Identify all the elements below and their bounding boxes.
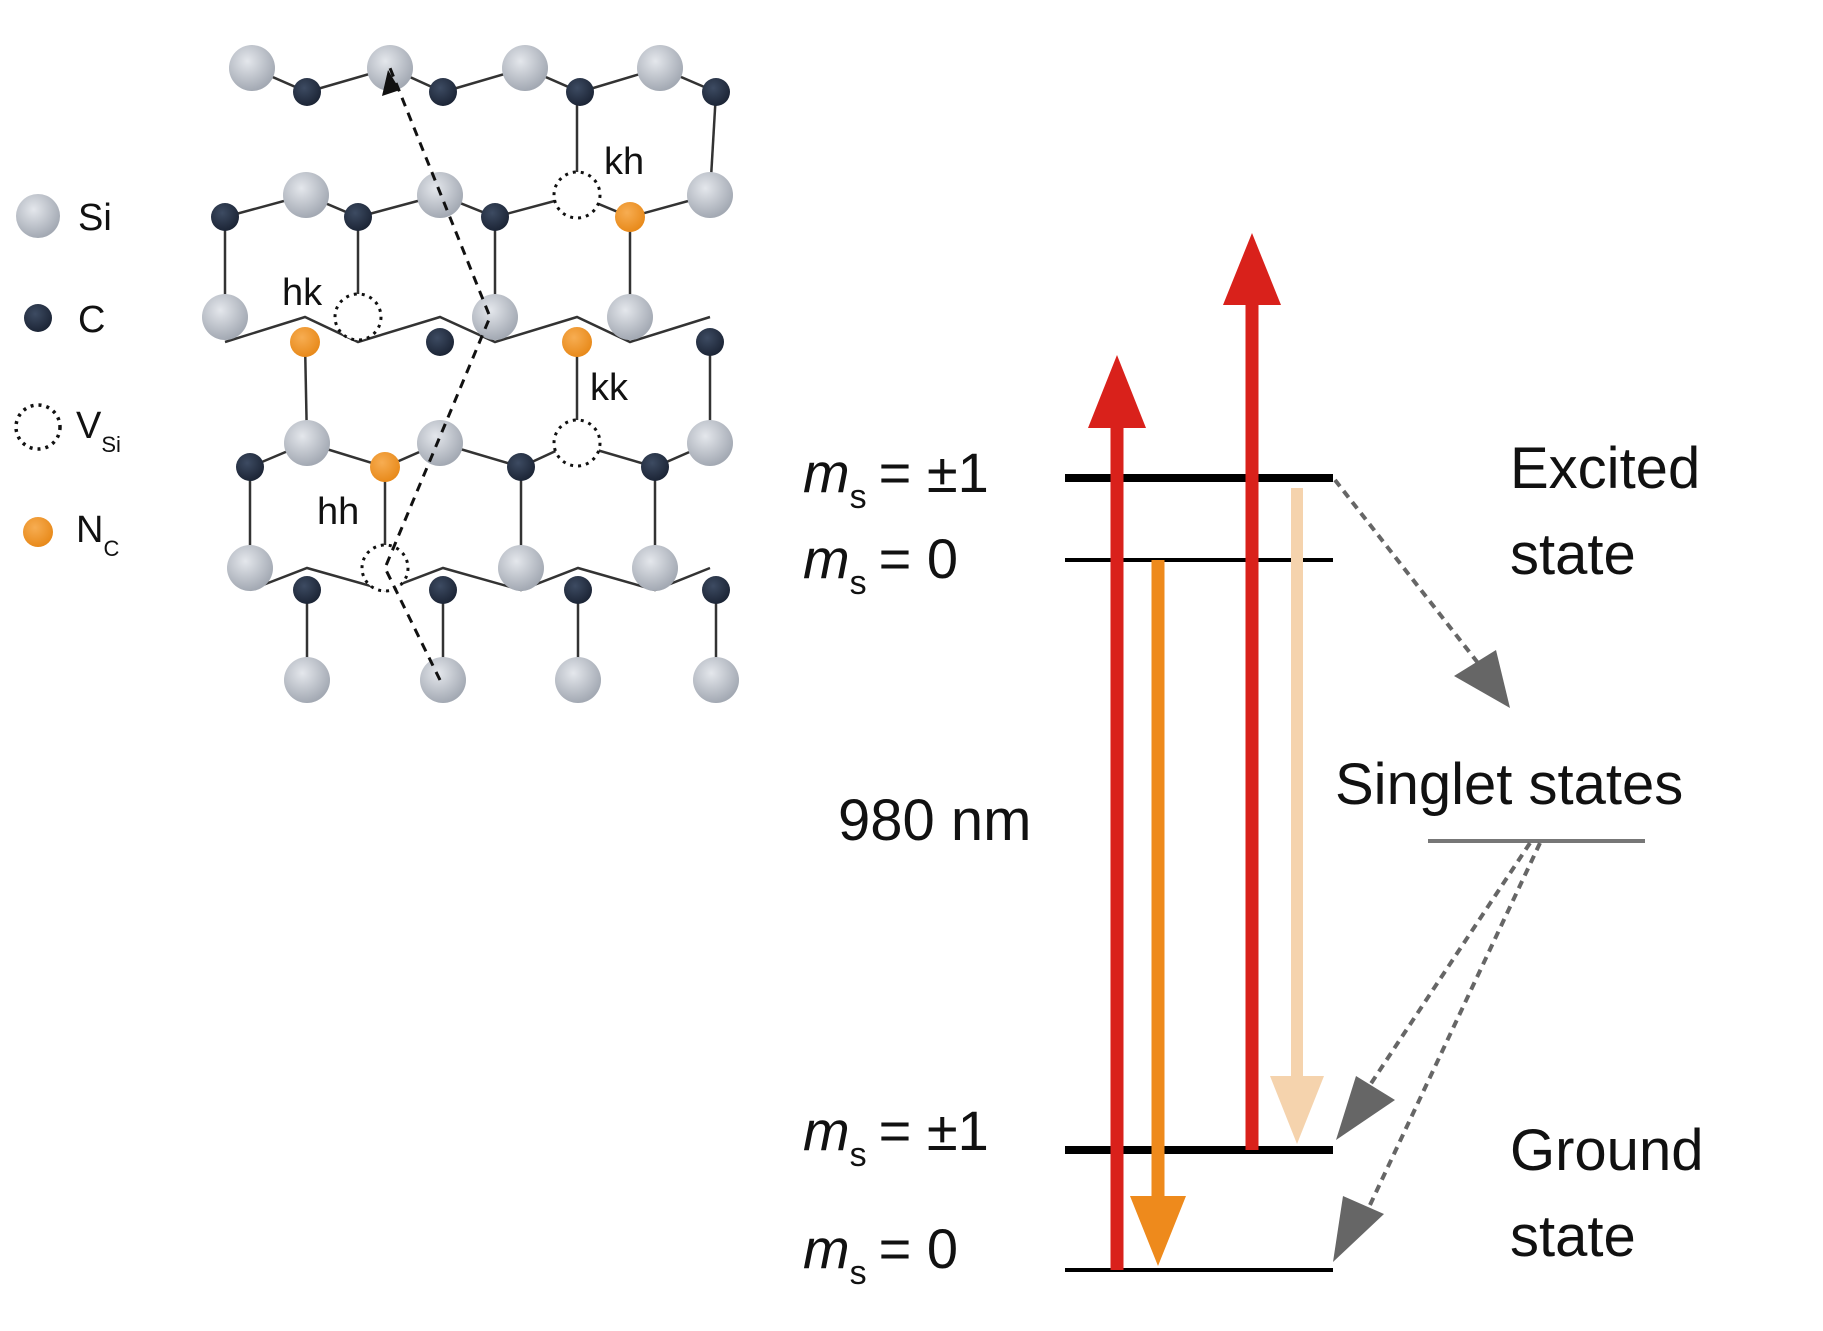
label-excited-ms-pm1: ms= ±1 bbox=[803, 441, 989, 516]
label-ground-ms-pm1: ms= ±1 bbox=[803, 1099, 989, 1174]
carbon-atom bbox=[702, 78, 730, 106]
emission-arrow-faint-head bbox=[1270, 1076, 1324, 1144]
isc-arrow-head-2 bbox=[1336, 1076, 1395, 1140]
vacancy-hk bbox=[333, 292, 383, 342]
legend-carbon-atom bbox=[24, 304, 52, 332]
isc-arrow-head-1 bbox=[1454, 650, 1510, 708]
label-excited-ms-0: ms= 0 bbox=[803, 527, 958, 602]
legend-carbon-label: C bbox=[78, 299, 105, 341]
carbon-atom bbox=[696, 328, 724, 356]
si-atom bbox=[472, 294, 518, 340]
legend-nitrogen-label: NC bbox=[76, 509, 119, 561]
carbon-atom bbox=[702, 576, 730, 604]
si-atom bbox=[420, 657, 466, 703]
lattice-si-atoms bbox=[202, 45, 739, 703]
carbon-atom bbox=[293, 576, 321, 604]
singlet-states-label: Singlet states bbox=[1335, 752, 1683, 817]
si-atom bbox=[632, 545, 678, 591]
si-atom bbox=[687, 172, 733, 218]
lattice-vacancies bbox=[333, 170, 602, 593]
si-atom bbox=[687, 420, 733, 466]
lattice-carbon-atoms bbox=[211, 78, 730, 604]
si-atom bbox=[202, 294, 248, 340]
si-atom bbox=[498, 545, 544, 591]
label-ground-ms-0: ms= 0 bbox=[803, 1217, 958, 1292]
si-atom bbox=[284, 420, 330, 466]
vacancy-kh bbox=[552, 170, 602, 220]
laser-arrow-1-head bbox=[1088, 355, 1146, 428]
isc-excited-to-singlet bbox=[1333, 478, 1487, 674]
vacancy-kk bbox=[552, 418, 602, 468]
site-label-kk: kk bbox=[590, 367, 629, 409]
ground-state-label-line1: Ground bbox=[1510, 1118, 1703, 1183]
wavelength-label: 980 nm bbox=[838, 788, 1031, 853]
si-atom bbox=[229, 45, 275, 91]
si-atom bbox=[227, 545, 273, 591]
si-atom bbox=[367, 45, 413, 91]
nitrogen-atom bbox=[615, 202, 645, 232]
lattice-nitrogen-atoms bbox=[290, 202, 645, 482]
legend: Si C VSi NC bbox=[14, 194, 121, 561]
nitrogen-atom bbox=[370, 452, 400, 482]
vacancy-hh bbox=[360, 543, 410, 593]
legend-vacancy-label: VSi bbox=[76, 405, 121, 457]
carbon-atom bbox=[429, 78, 457, 106]
legend-nitrogen-atom bbox=[23, 517, 53, 547]
carbon-atom bbox=[429, 576, 457, 604]
site-label-kh: kh bbox=[604, 141, 644, 183]
si-atom bbox=[693, 657, 739, 703]
excited-state-label-line1: Excited bbox=[1510, 436, 1700, 501]
carbon-atom bbox=[507, 453, 535, 481]
si-atom bbox=[637, 45, 683, 91]
si-atom bbox=[555, 657, 601, 703]
stacking-arrow-head bbox=[382, 70, 400, 96]
isc-singlet-to-ground-pm1 bbox=[1368, 841, 1532, 1087]
legend-si-label: Si bbox=[78, 197, 112, 239]
carbon-atom bbox=[426, 328, 454, 356]
si-atom bbox=[502, 45, 548, 91]
laser-arrow-2-head bbox=[1223, 233, 1281, 305]
carbon-atom bbox=[641, 453, 669, 481]
si-atom bbox=[607, 294, 653, 340]
ground-state-label-line2: state bbox=[1510, 1204, 1636, 1269]
isc-arrows bbox=[1333, 478, 1542, 1206]
site-label-hh: hh bbox=[317, 491, 359, 533]
carbon-atom bbox=[564, 576, 592, 604]
emission-arrow-head bbox=[1130, 1196, 1186, 1266]
carbon-atom bbox=[344, 203, 372, 231]
excited-state-label-line2: state bbox=[1510, 522, 1636, 587]
energy-level-diagram: ms= ±1 ms= 0 ms= ±1 ms= 0 980 nm Excited… bbox=[803, 233, 1703, 1292]
carbon-atom bbox=[236, 453, 264, 481]
sic-lattice: kh hk kk hh bbox=[202, 45, 739, 703]
nitrogen-atom bbox=[290, 327, 320, 357]
si-atom bbox=[284, 657, 330, 703]
si-atom bbox=[283, 172, 329, 218]
legend-vacancy bbox=[14, 403, 62, 451]
legend-si-atom bbox=[16, 194, 60, 238]
nitrogen-atom bbox=[562, 327, 592, 357]
carbon-atom bbox=[211, 203, 239, 231]
isc-arrow-head-3 bbox=[1333, 1196, 1384, 1262]
carbon-atom bbox=[566, 78, 594, 106]
si-atom bbox=[417, 420, 463, 466]
carbon-atom bbox=[293, 78, 321, 106]
isc-singlet-to-ground-0 bbox=[1368, 842, 1542, 1206]
site-label-hk: hk bbox=[282, 272, 323, 314]
stacking-path bbox=[382, 67, 492, 681]
carbon-atom bbox=[481, 203, 509, 231]
